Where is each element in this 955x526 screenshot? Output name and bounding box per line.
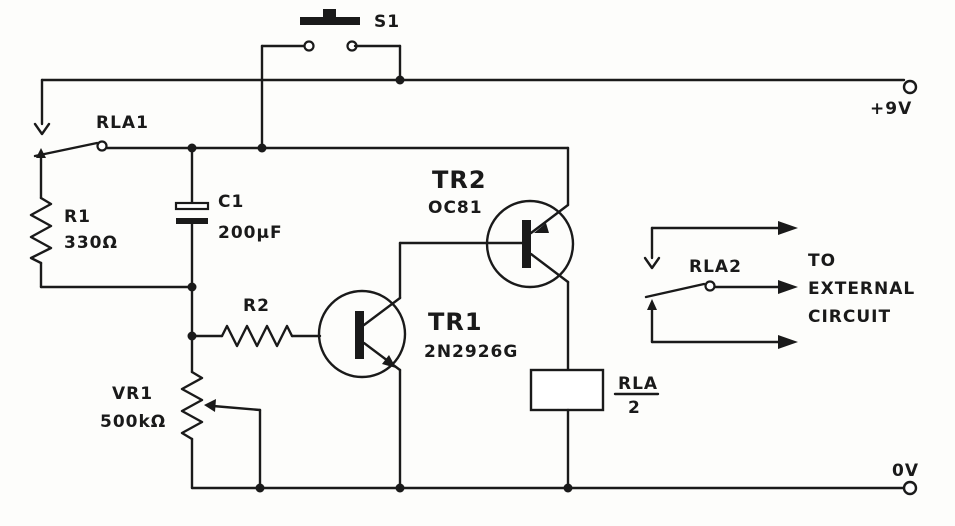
r2-name: R2 — [243, 296, 270, 316]
vr1-name: VR1 — [112, 384, 153, 404]
vr1-value: 500kΩ — [100, 412, 166, 432]
transistor-tr2 — [398, 146, 575, 372]
resistor-r2 — [190, 324, 322, 348]
rla-coil-label-bottom: 2 — [628, 398, 641, 418]
ext-label-line1: TO — [808, 251, 836, 271]
r1-name: R1 — [64, 207, 91, 227]
tr2-type: OC81 — [428, 198, 483, 218]
ground-rail — [190, 480, 918, 496]
rla2-label: RLA2 — [689, 257, 742, 277]
tr2-name: TR2 — [432, 166, 487, 194]
switch-s1 — [260, 9, 402, 150]
c1-name: C1 — [218, 192, 244, 212]
ext-label-line2: EXTERNAL — [808, 279, 915, 299]
relay-contact-rla1 — [33, 140, 570, 158]
tr1-name: TR1 — [428, 308, 483, 336]
rla1-label: RLA1 — [96, 113, 149, 133]
relay-coil-rla — [529, 368, 660, 490]
plus9v-label: +9V — [870, 99, 912, 119]
rla-coil-label-top: RLA — [618, 374, 658, 394]
ext-label-line3: CIRCUIT — [808, 307, 891, 327]
resistor-r1 — [29, 156, 194, 289]
relay-contact-rla2 — [643, 221, 798, 349]
capacitor-c1 — [174, 146, 210, 341]
tr1-type: 2N2926G — [424, 342, 518, 362]
r1-value: 330Ω — [64, 233, 118, 253]
zero-v-label: 0V — [892, 461, 919, 481]
potentiometer-vr1 — [180, 334, 262, 490]
transistor-tr1 — [317, 241, 407, 490]
positive-rail — [33, 75, 918, 136]
c1-value: 200µF — [218, 223, 283, 243]
s1-label: S1 — [374, 12, 400, 32]
